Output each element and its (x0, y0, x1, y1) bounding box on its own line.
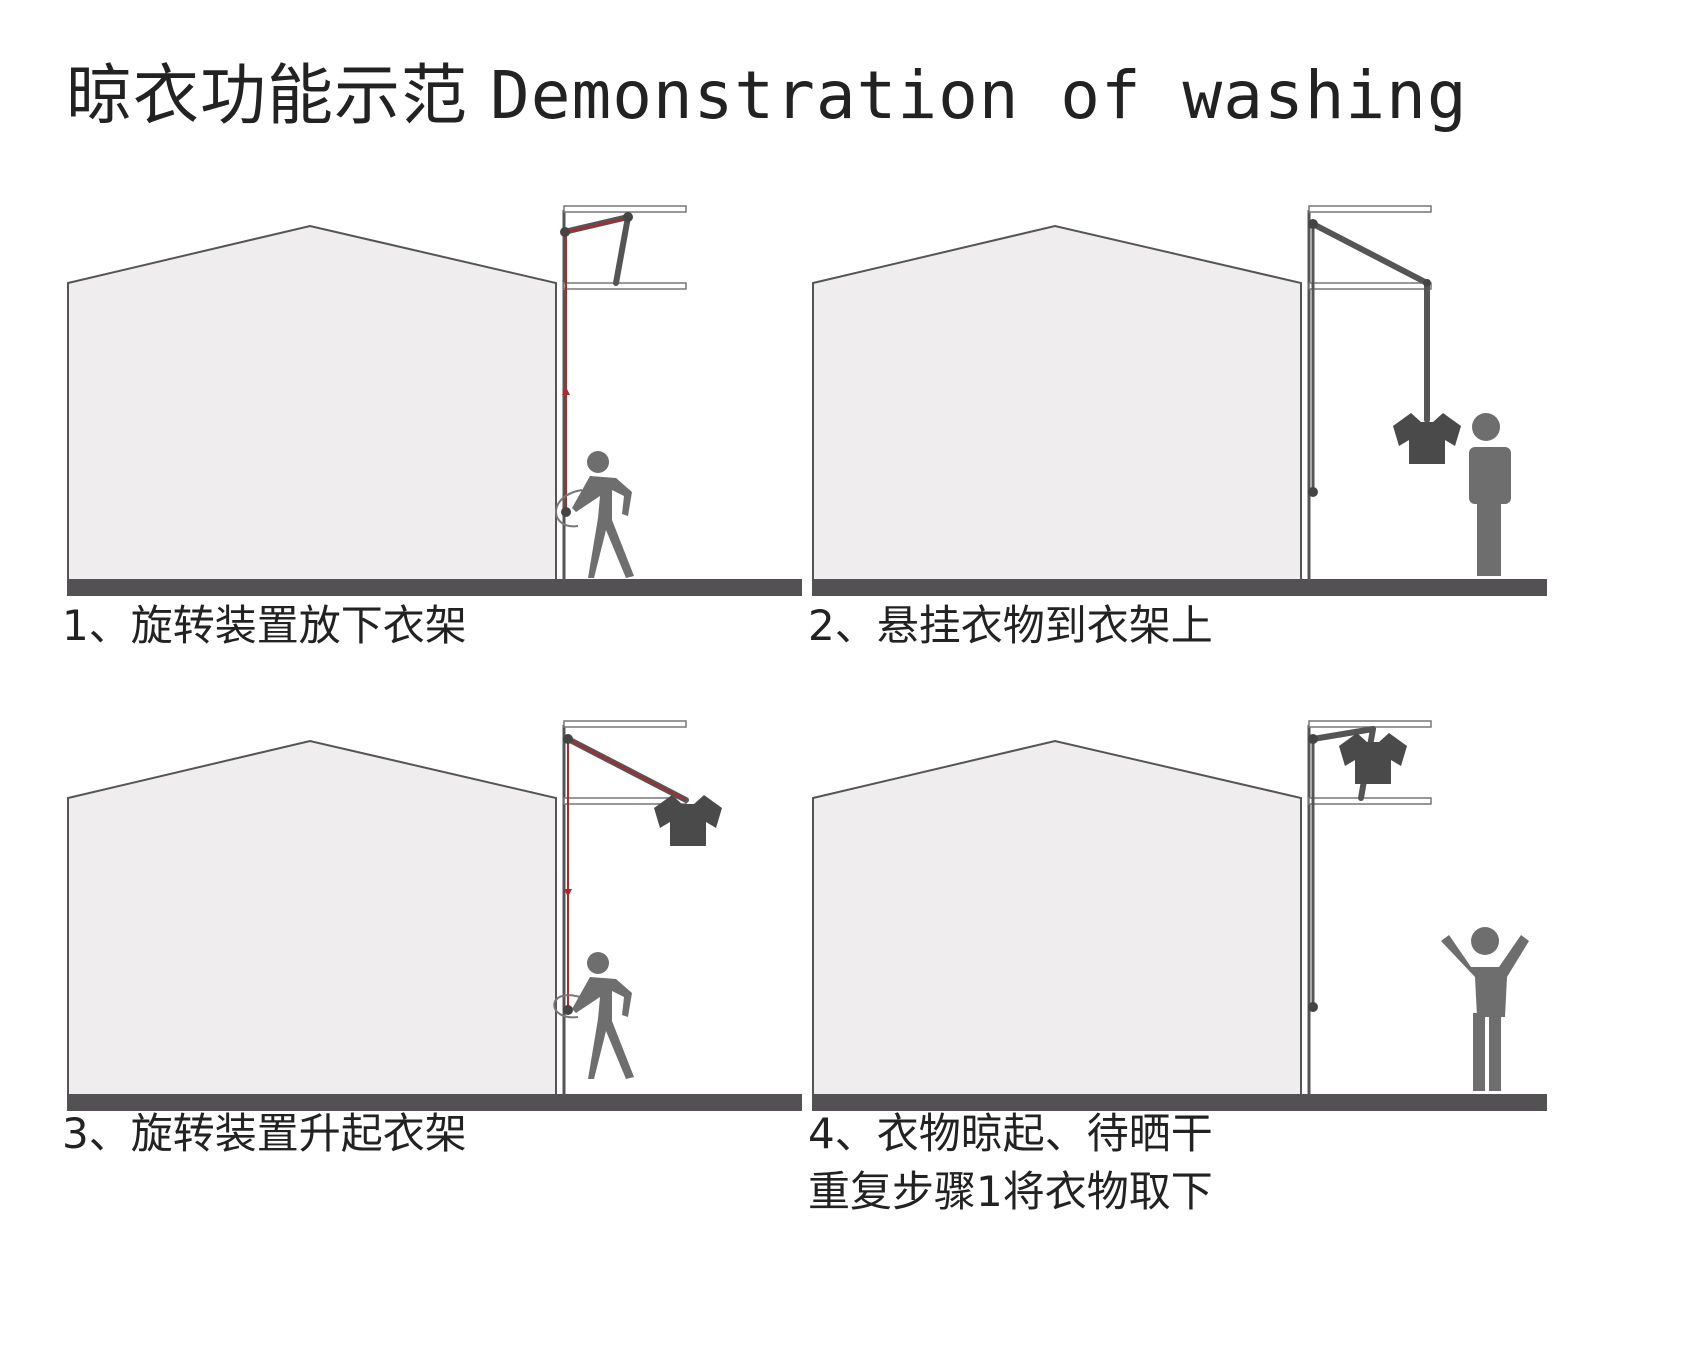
title-chinese: 晾衣功能示范 (66, 57, 468, 134)
top-pulley (1308, 734, 1318, 744)
house-wall (67, 224, 557, 588)
step-4-caption-line-1: 4、衣物晾起、待晒干 (808, 1109, 1213, 1158)
crank-hub (1308, 487, 1318, 497)
step-2-caption-line: 2、悬挂衣物到衣架上 (808, 601, 1213, 650)
step-2-caption: 2、悬挂衣物到衣架上 (808, 597, 1213, 655)
upper-bracket (563, 720, 687, 728)
step-3-caption: 3、旋转装置升起衣架 (62, 1105, 467, 1163)
step-4-illustration (812, 720, 1547, 1111)
shirt-icon (1393, 413, 1461, 464)
title-english: Demonstration of washing (489, 57, 1468, 134)
rack-drop (613, 214, 631, 286)
ground (812, 1094, 1547, 1111)
upper-bracket (1308, 720, 1432, 728)
down-arrow-icon (564, 889, 572, 897)
shirt-icon (654, 795, 722, 846)
person-figure (1469, 413, 1511, 576)
crank-hub (563, 1005, 573, 1015)
ground (67, 579, 802, 596)
house-wall (812, 739, 1302, 1103)
page-title: 晾衣功能示范 Demonstration of washing (66, 42, 1468, 138)
rack-arm (1310, 726, 1376, 742)
step-1-caption-line: 1、旋转装置放下衣架 (62, 601, 467, 650)
upper-bracket (563, 205, 687, 213)
crank-hub (1308, 1002, 1318, 1012)
ground (812, 579, 1547, 596)
upper-bracket (1308, 205, 1432, 213)
step-1-illustration (67, 205, 802, 596)
top-pulley (560, 227, 570, 237)
step-3-illustration (67, 720, 802, 1111)
step-2-illustration (812, 205, 1547, 596)
crank-hub (561, 507, 571, 517)
ground (67, 1094, 802, 1111)
lower-bracket (563, 282, 687, 290)
house-wall (812, 224, 1302, 588)
step-3-caption-line: 3、旋转装置升起衣架 (62, 1109, 467, 1158)
operator-figure (572, 451, 634, 578)
top-pulley (1308, 219, 1318, 229)
rotate-arrow-icon (553, 994, 581, 1019)
cheering-person-figure (1441, 927, 1529, 1091)
step-1-caption: 1、旋转装置放下衣架 (62, 597, 467, 655)
shirt-icon (1339, 733, 1407, 784)
cord-upper (565, 218, 627, 233)
cord-upper (567, 738, 687, 801)
top-pulley (563, 734, 573, 744)
rotate-arrow-icon (555, 489, 583, 528)
lower-bracket (1308, 282, 1432, 290)
arm-joint (1423, 279, 1431, 287)
step-4-caption-line-2: 重复步骤1将衣物取下 (808, 1167, 1213, 1216)
rack-arm (1310, 221, 1430, 286)
operator-figure (572, 952, 634, 1079)
step-4-caption: 4、衣物晾起、待晒干 重复步骤1将衣物取下 (808, 1105, 1213, 1221)
house-wall (67, 739, 557, 1103)
up-arrow-icon (562, 387, 570, 395)
lower-bracket (1308, 797, 1432, 805)
arm-joint (623, 212, 633, 222)
